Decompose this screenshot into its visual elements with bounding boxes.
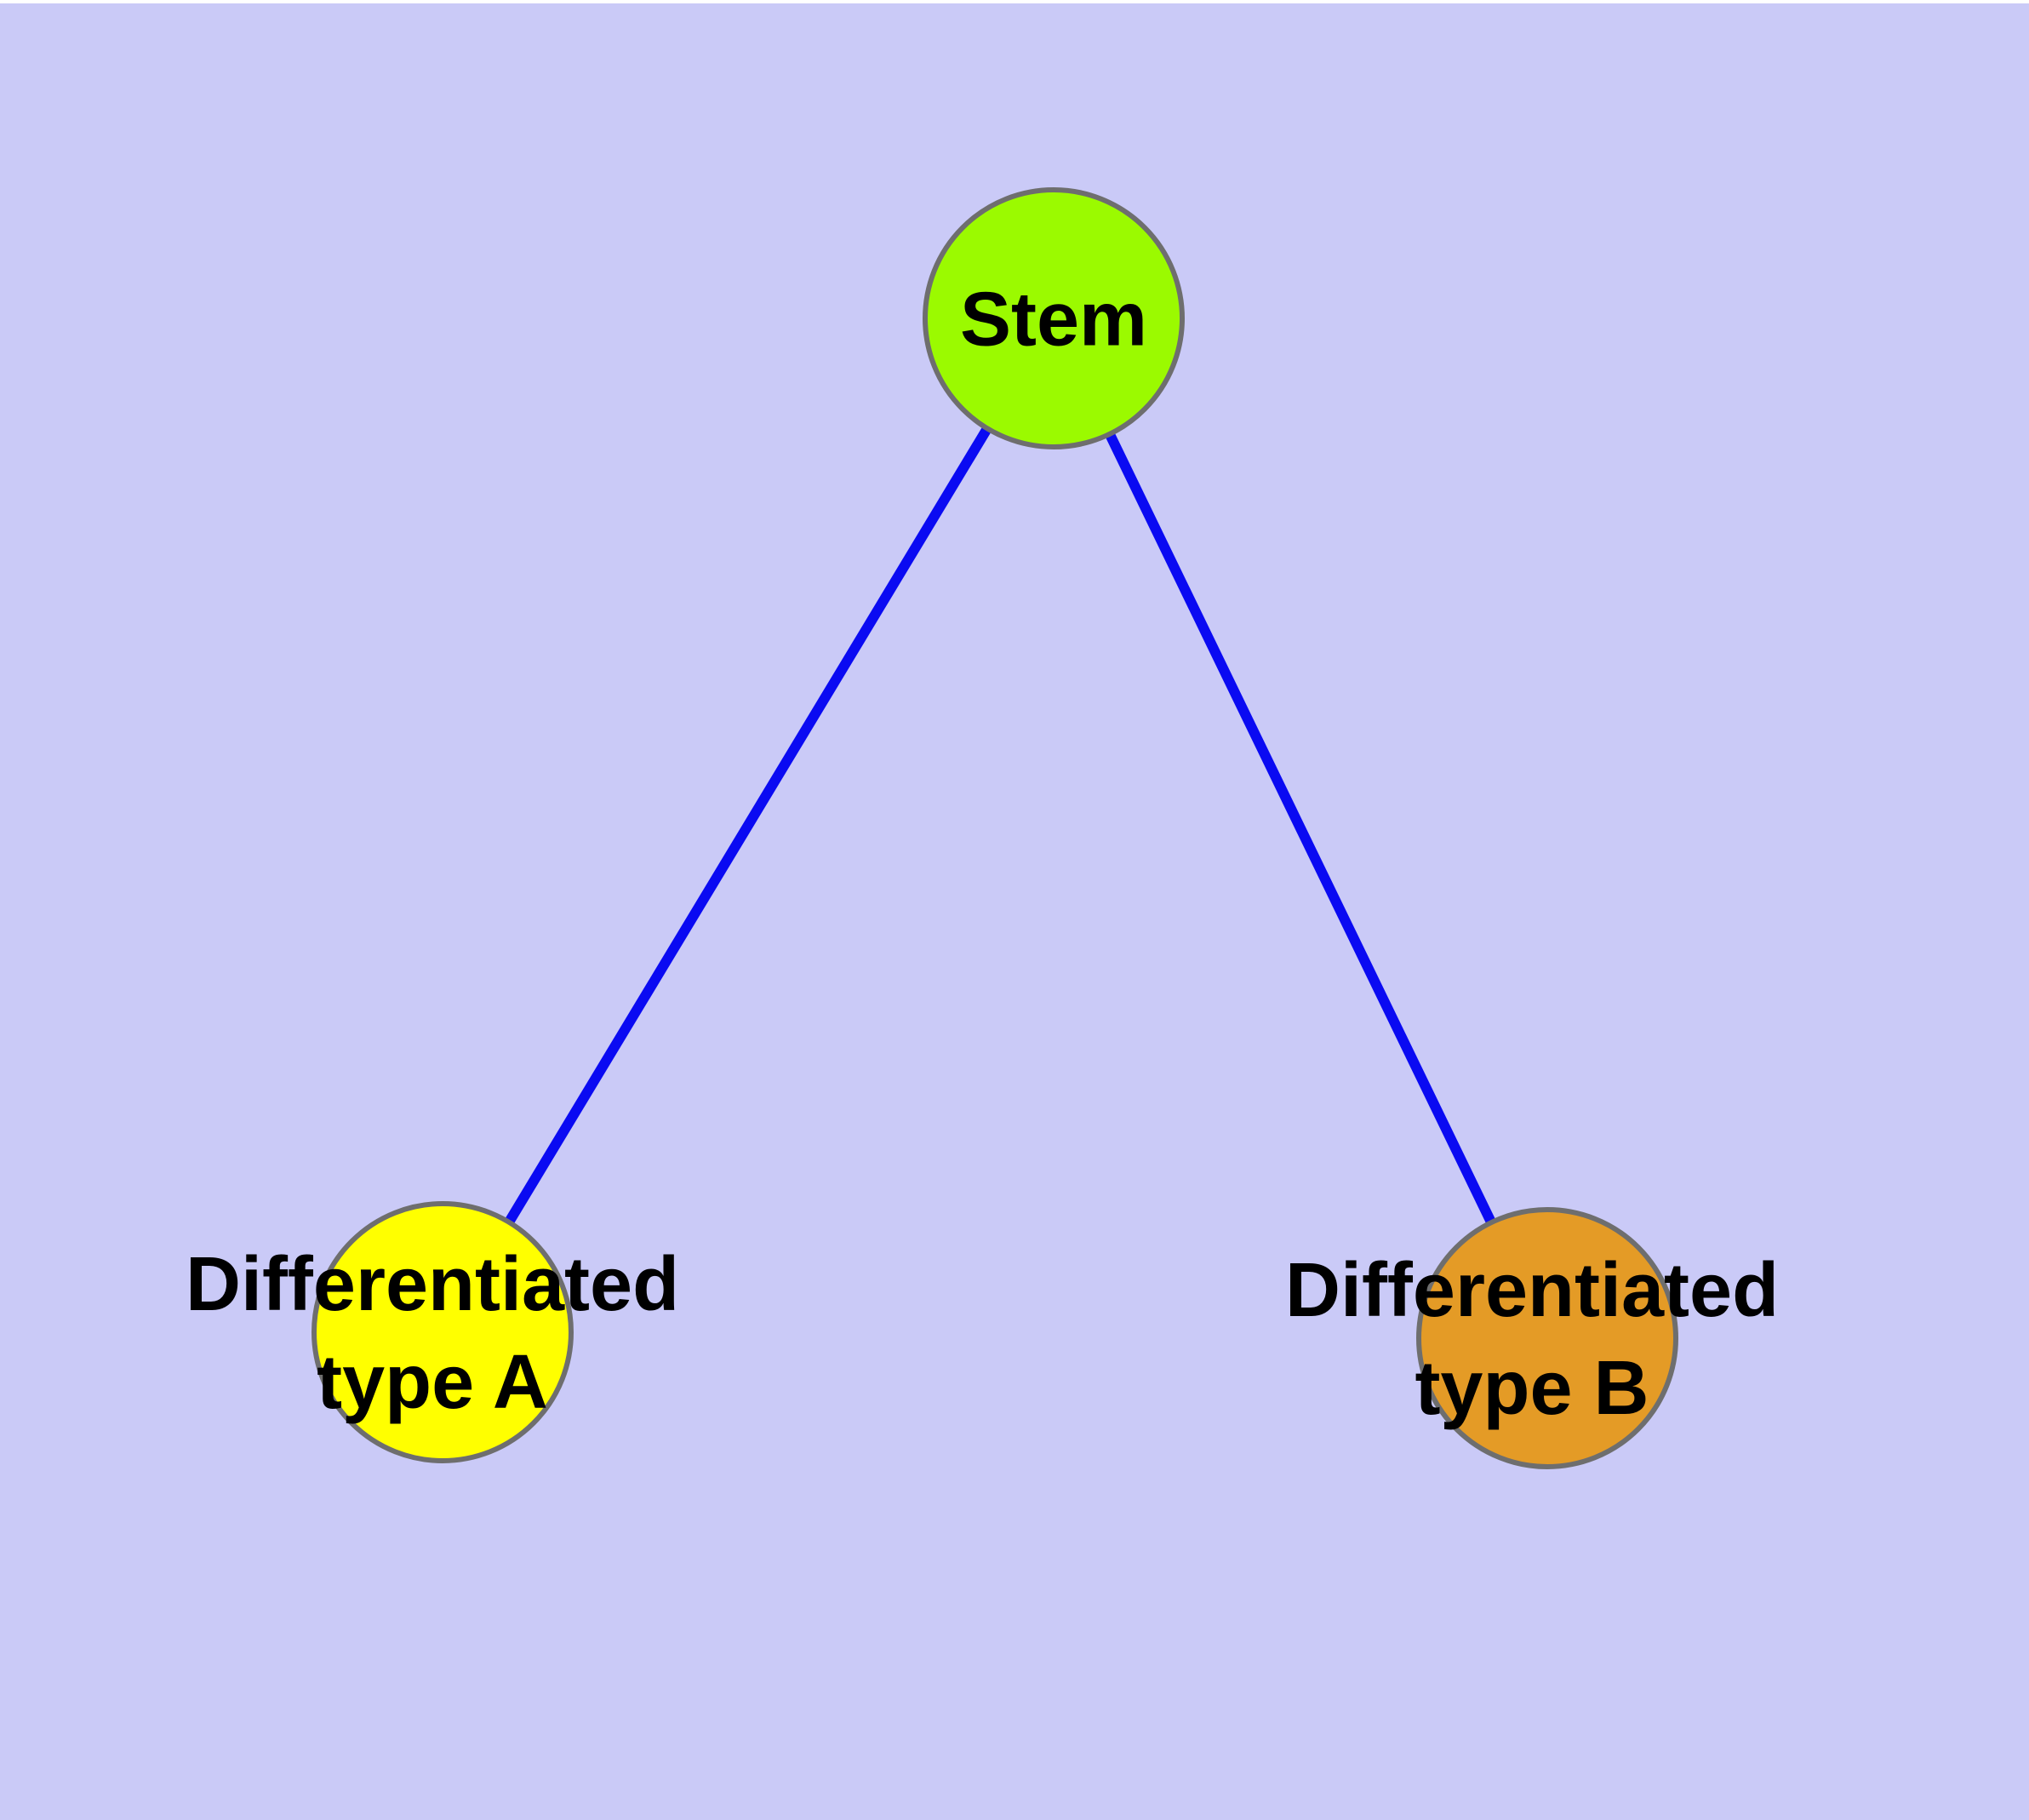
node-stem [923, 187, 1185, 449]
node-differentiated-type-a [311, 1201, 574, 1463]
diagram-canvas: Stem Differentiated type A Differentiate… [0, 3, 2029, 1820]
graph-svg [311, 187, 1678, 1469]
node-differentiated-type-b [1416, 1207, 1678, 1469]
edge-stem-to-type-a [437, 315, 1059, 1336]
edge-stem-to-type-b [1049, 316, 1552, 1341]
